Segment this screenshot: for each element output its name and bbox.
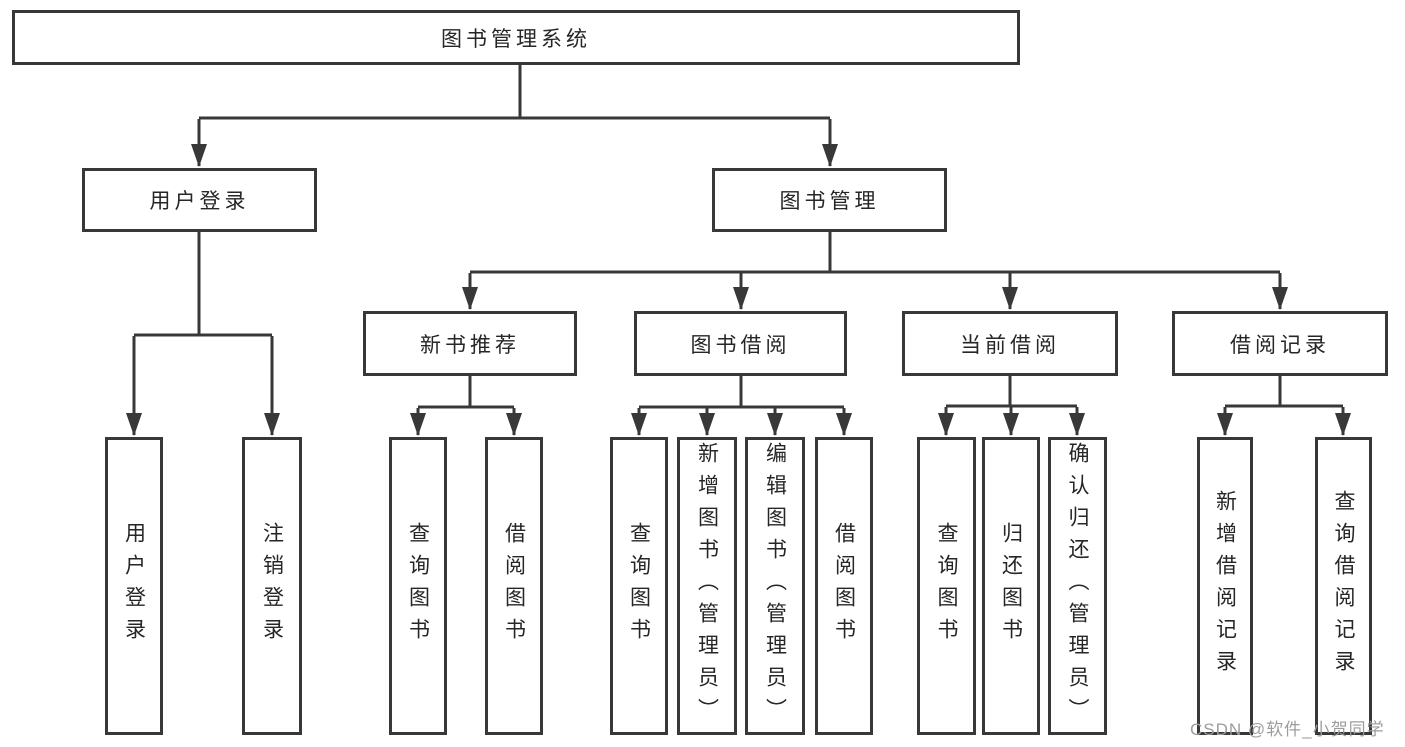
node-root-label: 图书管理系统 [441, 27, 591, 51]
leaf-edit-books-admin-label: 编辑图书（管理员） [763, 442, 787, 730]
node-borrowing-records-label: 借阅记录 [1230, 333, 1330, 357]
leaf-logout: 注销登录 [242, 437, 302, 735]
leaf-query-borrow-record: 查询借阅记录 [1315, 437, 1372, 735]
leaf-borrow-books-label: 借阅图书 [832, 522, 856, 650]
leaf-query-borrow-record-label: 查询借阅记录 [1332, 490, 1355, 682]
node-new-book-recommend-label: 新书推荐 [420, 333, 520, 357]
leaf-newbook-query: 查询图书 [389, 437, 447, 735]
leaf-newbook-borrow-label: 借阅图书 [502, 522, 526, 650]
node-user-login: 用户登录 [82, 168, 317, 232]
leaf-add-borrow-record: 新增借阅记录 [1197, 437, 1253, 735]
node-current-borrowing-label: 当前借阅 [960, 333, 1060, 357]
node-user-login-label: 用户登录 [149, 190, 250, 213]
node-book-borrowing: 图书借阅 [634, 311, 847, 376]
leaf-return-books: 归还图书 [982, 437, 1040, 735]
leaf-return-books-label: 归还图书 [999, 522, 1023, 650]
leaf-add-borrow-record-label: 新增借阅记录 [1213, 490, 1237, 682]
leaf-newbook-borrow: 借阅图书 [485, 437, 543, 735]
csdn-watermark: CSDN @软件_小贺同学 [1190, 720, 1385, 739]
leaf-user-login: 用户登录 [105, 437, 163, 735]
node-current-borrowing: 当前借阅 [902, 311, 1118, 376]
leaf-edit-books-admin: 编辑图书（管理员） [745, 437, 805, 735]
leaf-borrow-query-books-label: 查询图书 [627, 522, 651, 650]
node-root-system: 图书管理系统 [12, 10, 1020, 65]
leaf-newbook-query-label: 查询图书 [406, 522, 430, 650]
node-borrowing-records: 借阅记录 [1172, 311, 1388, 376]
leaf-confirm-return-admin: 确认归还（管理员） [1048, 437, 1107, 735]
leaf-current-query-books-label: 查询图书 [935, 522, 958, 650]
leaf-logout-label: 注销登录 [260, 522, 284, 650]
leaf-confirm-return-admin-label: 确认归还（管理员） [1066, 442, 1089, 730]
node-book-management-label: 图书管理 [779, 190, 880, 213]
leaf-current-query-books: 查询图书 [917, 437, 976, 735]
leaf-add-books-admin: 新增图书（管理员） [677, 437, 737, 735]
node-new-book-recommend: 新书推荐 [363, 311, 577, 376]
node-book-management: 图书管理 [712, 168, 947, 232]
leaf-borrow-query-books: 查询图书 [610, 437, 668, 735]
leaf-user-login-label: 用户登录 [122, 522, 146, 650]
node-book-borrowing-label: 图书借阅 [690, 333, 791, 357]
leaf-add-books-admin-label: 新增图书（管理员） [695, 442, 719, 730]
leaf-borrow-books: 借阅图书 [815, 437, 873, 735]
